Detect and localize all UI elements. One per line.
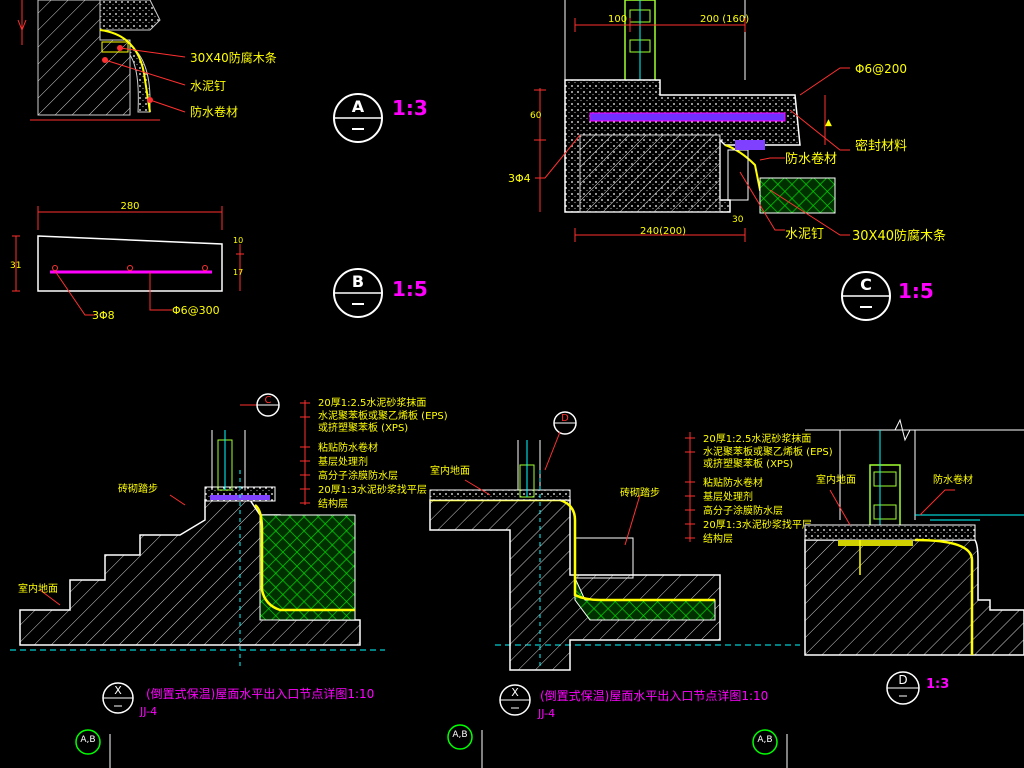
x2-layer-2: 水泥聚苯板或聚乙烯板 (EPS) [703,445,833,458]
detail-x2: 20厚1:2.5水泥砂浆抹面 水泥聚苯板或聚乙烯板 (EPS) 或挤塑聚苯板 (… [429,411,833,671]
grid-tag-3: A,B [752,729,788,768]
b-rebar-left: 3Φ8 [92,309,115,322]
callout-x1: X (倒置式保温)屋面水平出入口节点详图1:10 JJ-4 [102,682,374,718]
x1-layer-5: 基层处理剂 [318,455,368,468]
x2-layer-ticks [685,437,695,539]
x2-layer-5: 基层处理剂 [703,490,753,503]
x1-layer-6: 高分子涂膜防水层 [318,469,398,482]
callout-b: B 1:5 [333,268,428,318]
d-membrane-label: 防水卷材 [933,473,973,486]
c-rebar: Φ6@200 [855,62,907,76]
x2-callout-d-small: D [544,411,577,471]
x1-layer-8: 结构层 [318,497,348,510]
x1-layer-1: 20厚1:2.5水泥砂浆抹面 [318,396,426,409]
callout-d: D 1:3 [886,671,949,705]
c-sealant: 密封材料 [855,138,907,154]
b-height-dim: 31 [10,261,21,271]
c-dim-30: 30 [732,215,744,225]
callout-x2-title: (倒置式保温)屋面水平出入口节点详图1:10 [540,688,768,703]
c-dim-200: 200 (160) [700,14,749,25]
c-dim-bottom: 240(200) [640,226,686,237]
grid-tag-3-label: A,B [757,735,772,745]
b-rebar-right: Φ6@300 [172,304,220,317]
callout-c: C 1:5 [841,271,934,321]
callout-d-scale: 1:3 [926,677,949,692]
b-right-bottom-dim: 17 [233,268,243,277]
detail-b: 280 31 10 17 3Φ8 Φ6@300 [10,201,244,322]
grid-tag-1-label: A,B [80,735,95,745]
label-a-strip: 30X40防腐木条 [190,50,277,65]
callout-x1-sub: JJ-4 [139,705,157,718]
x1-step-label: 砖砌踏步 [118,482,158,495]
c-strip: 30X40防腐木条 [852,228,946,244]
x1-callout-c-letter: C [265,395,272,406]
callout-x2: X (倒置式保温)屋面水平出入口节点详图1:10 JJ-4 [499,684,768,720]
x2-step-label: 砖砌踏步 [620,486,660,499]
c-dim-right-mark: ▲ [825,118,832,128]
x2-layer-6: 高分子涂膜防水层 [703,504,783,517]
c-dim-100: 100 [608,14,627,25]
callout-x1-letter: X [114,684,122,697]
x1-layer-4: 粘贴防水卷材 [318,441,378,454]
x1-floor-label: 室内地面 [18,582,58,595]
label-a-membrane: 防水卷材 [190,104,238,119]
x2-layer-3: 或挤塑聚苯板 (XPS) [703,457,793,470]
callout-a-letter: A [352,97,365,116]
callout-x1-title: (倒置式保温)屋面水平出入口节点详图1:10 [146,686,374,701]
x2-layer-1: 20厚1:2.5水泥砂浆抹面 [703,432,811,445]
callout-c-letter: C [860,275,872,294]
x1-layer-3: 或挤塑聚苯板 (XPS) [318,421,408,434]
detail-c: 100 200 (160) 60 ▲ 240(200) 30 Φ6@200 密封… [508,0,946,244]
b-width-dim: 280 [120,201,139,212]
x2-layer-7: 20厚1:3水泥砂浆找平层 [703,518,812,531]
c-membrane: 防水卷材 [785,151,837,167]
x2-floor-label: 室内地面 [430,464,470,477]
b-right-top-dim: 10 [233,236,243,245]
callout-d-letter: D [898,673,907,687]
detail-x1: 20厚1:2.5水泥砂浆抹面 水泥聚苯板或聚乙烯板 (EPS) 或挤塑聚苯板 (… [10,393,448,670]
detail-a: 30X40防腐木条 水泥钉 防水卷材 [17,0,277,121]
x1-callout-c-small: C [256,393,280,417]
callout-c-scale: 1:5 [898,279,934,303]
detail-d: 室内地面 防水卷材 [804,418,1024,656]
callout-a: A 1:3 [333,93,428,143]
grid-tag-1: A,B [75,729,111,768]
x2-layer-4: 粘贴防水卷材 [703,476,763,489]
d-floor-label: 室内地面 [816,473,856,486]
callout-b-letter: B [352,272,364,291]
grid-tag-2: A,B [447,724,483,768]
callout-x2-sub: JJ-4 [537,707,555,720]
grid-tag-2-label: A,B [452,730,467,740]
detail-a-leaders [102,45,186,113]
label-a-nail: 水泥钉 [190,79,226,93]
callout-a-scale: 1:3 [392,96,428,120]
callout-x2-letter: X [511,686,519,699]
x1-layer-ticks [300,402,310,504]
x2-layer-8: 结构层 [703,532,733,545]
c-left-rebar: 3Φ4 [508,172,531,185]
x2-callout-d-letter: D [561,413,569,424]
x1-layer-7: 20厚1:3水泥砂浆找平层 [318,483,427,496]
c-dim-60: 60 [530,111,542,121]
callout-b-scale: 1:5 [392,277,428,301]
x1-layer-2: 水泥聚苯板或聚乙烯板 (EPS) [318,409,448,422]
c-nail: 水泥钉 [785,227,824,242]
